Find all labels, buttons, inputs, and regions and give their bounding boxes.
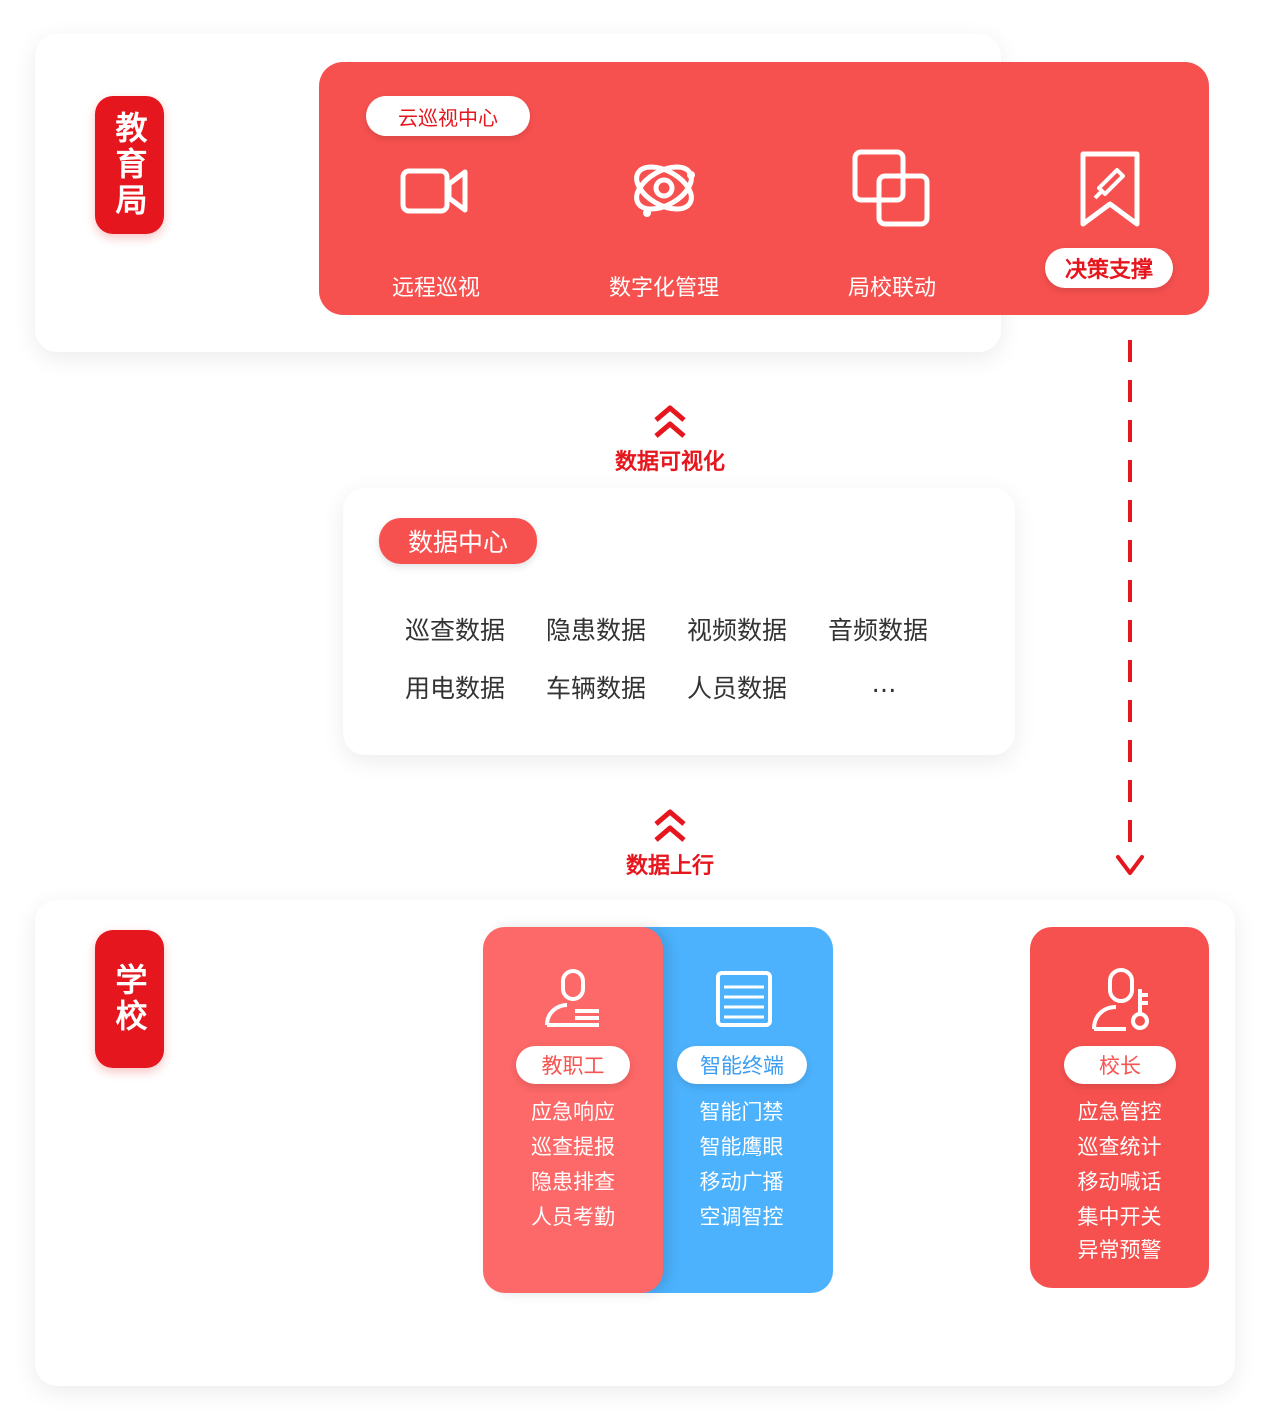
feature-label: 数字化管理 [608,276,719,301]
data-item: 人员数据 [687,674,788,703]
smart-terminal-title-pill: 智能终端 [677,1046,807,1084]
visualize-flow-label: 数据可视化 [614,450,725,475]
list-item: 隐患排查 [531,1170,615,1194]
principal-title: 校长 [1099,1054,1141,1078]
upload-flow-label: 数据上行 [625,854,714,879]
cloud-patrol-badge-label: 云巡视中心 [398,105,498,130]
data-item-ellipsis: … [871,669,897,698]
person-key-icon [1092,968,1149,1031]
feature-bureau-school-link[interactable]: 局校联动 [802,148,982,301]
feature-decision-support[interactable]: 决策支撑 [1020,148,1200,298]
decision-flow-dashed-arrow [1116,340,1144,875]
list-item: 应急响应 [531,1100,615,1124]
list-item: 智能门禁 [699,1100,784,1124]
data-item: 用电数据 [405,674,506,703]
principal-title-pill: 校长 [1064,1046,1176,1084]
smart-terminal-list: 智能门禁 智能鹰眼 移动广播 空调智控 [664,1095,819,1235]
data-center-badge-label: 数据中心 [407,528,508,557]
double-chevron-up-icon [654,405,686,438]
bureau-label: 教育局 [95,96,164,234]
document-list-icon [716,971,772,1027]
linked-squares-icon [852,149,930,227]
list-item: 巡查提报 [531,1135,615,1159]
list-item: 人员考勤 [531,1205,615,1229]
principal-card: 校长 应急管控 巡查统计 移动喊话 集中开关 异常预警 [1030,927,1209,1288]
feature-label: 远程巡视 [391,276,480,301]
orbit-settings-icon [634,164,695,217]
list-item: 应急管控 [1077,1100,1162,1124]
visualize-flow: 数据可视化 [590,402,750,476]
principal-list: 应急管控 巡查统计 移动喊话 集中开关 异常预警 [1030,1095,1209,1265]
list-item: 巡查统计 [1077,1135,1162,1159]
data-item: 车辆数据 [546,674,647,703]
person-list-icon [545,969,599,1027]
data-item: 隐患数据 [546,616,647,645]
video-camera-icon [400,168,468,214]
double-chevron-up-icon [654,809,686,842]
cloud-patrol-badge: 云巡视中心 [366,96,530,136]
feature-label: 局校联动 [847,276,936,301]
staff-title-pill: 教职工 [516,1046,630,1084]
staff-list: 应急响应 巡查提报 隐患排查 人员考勤 [483,1095,663,1235]
staff-title: 教职工 [541,1054,605,1078]
feature-remote-patrol[interactable]: 远程巡视 [346,148,526,301]
list-item: 移动广播 [699,1170,784,1194]
feature-label: 决策支撑 [1064,258,1153,283]
data-item: 视频数据 [687,616,788,645]
staff-card: 教职工 应急响应 巡查提报 隐患排查 人员考勤 [483,927,663,1293]
feature-digital-management[interactable]: 数字化管理 [574,148,754,301]
list-item: 集中开关 [1077,1205,1162,1229]
data-item: 巡查数据 [405,616,506,645]
list-item: 智能鹰眼 [699,1135,784,1159]
list-item: 空调智控 [699,1205,784,1229]
data-center-badge: 数据中心 [379,518,537,564]
list-item: 移动喊话 [1077,1170,1162,1194]
list-item: 异常预警 [1077,1238,1162,1262]
smart-terminal-title: 智能终端 [700,1054,784,1078]
data-item: 音频数据 [828,616,929,645]
upload-flow: 数据上行 [590,806,750,880]
bookmark-pen-icon [1080,151,1140,227]
decision-support-pill: 决策支撑 [1045,248,1173,288]
school-label: 学校 [95,930,164,1068]
